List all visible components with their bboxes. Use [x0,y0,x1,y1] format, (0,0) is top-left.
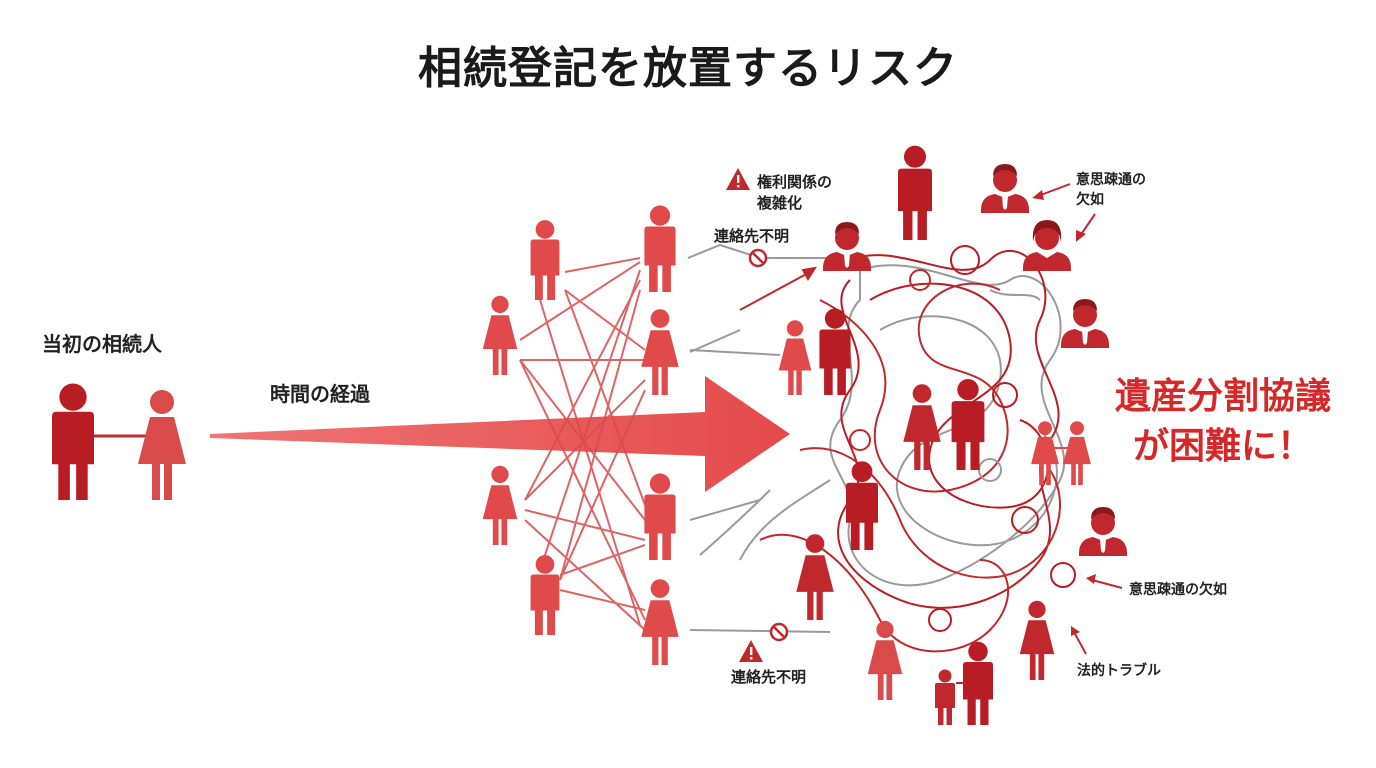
communication-lack-label-bottom: 意思疎通の欠如 [1129,582,1227,598]
legal-trouble-label: 法的トラブル [1077,663,1161,679]
link-arrows [739,266,818,311]
person-female-icon [482,465,518,545]
person-male-icon [644,473,676,560]
contact-unknown-label-bottom: 連絡先不明 [731,668,807,686]
person-female-icon [796,534,834,620]
person-female-icon [641,309,679,395]
warning-icon [739,640,763,662]
person-male-icon [963,641,993,725]
time-arrow [210,376,790,492]
business-person-icon [1061,299,1109,348]
pointer-arrows [1032,183,1123,655]
headline-line2: が困難に！ [1132,426,1313,467]
person-female-icon [778,320,812,395]
person-female-icon [138,390,186,500]
business-people [823,164,1127,556]
person-female-icon [867,620,903,700]
person-male-icon [530,220,560,300]
broken-links [687,243,831,633]
person-female-icon [1063,421,1091,485]
business-person-icon [1079,507,1127,556]
person-female-icon [641,579,679,665]
person-female-icon [1019,600,1055,680]
person-male-icon [898,145,932,240]
person-female-icon [903,384,941,470]
business-person-icon [981,164,1029,213]
passage-of-time-label: 時間の経過 [270,382,370,406]
no-entry-icon [748,248,768,268]
person-male-icon [530,555,560,635]
tangled-threads [739,245,1076,653]
person-male-icon [846,461,878,550]
page-title: 相続登記を放置するリスク [418,43,958,94]
communication-lack-label-top-line2: 欠如 [1076,192,1104,208]
tangled-heirs [778,145,1091,725]
complex-rights-label-line1: 権利関係の [757,173,833,191]
person-male-icon [935,669,955,725]
contact-unknown-label-top: 連絡先不明 [714,227,790,245]
business-person-icon [1023,220,1071,271]
person-male-icon [951,378,985,470]
relation-lines [519,257,646,631]
warning-icon [726,168,750,190]
headline: 遺産分割協議 が困難に！ [1088,372,1358,472]
initial-heirs-couple [52,383,186,500]
communication-lack-label-top-line1: 意思疎通の [1076,172,1146,188]
initial-heirs-label: 当初の相続人 [42,332,162,356]
business-person-icon [823,222,871,271]
complex-rights-label-line2: 複雑化 [757,194,803,212]
person-female-icon [482,295,518,375]
person-male-icon [644,205,676,292]
no-entry-icon [769,622,789,642]
headline-line1: 遺産分割協議 [1114,376,1331,417]
person-male-icon [52,383,94,500]
